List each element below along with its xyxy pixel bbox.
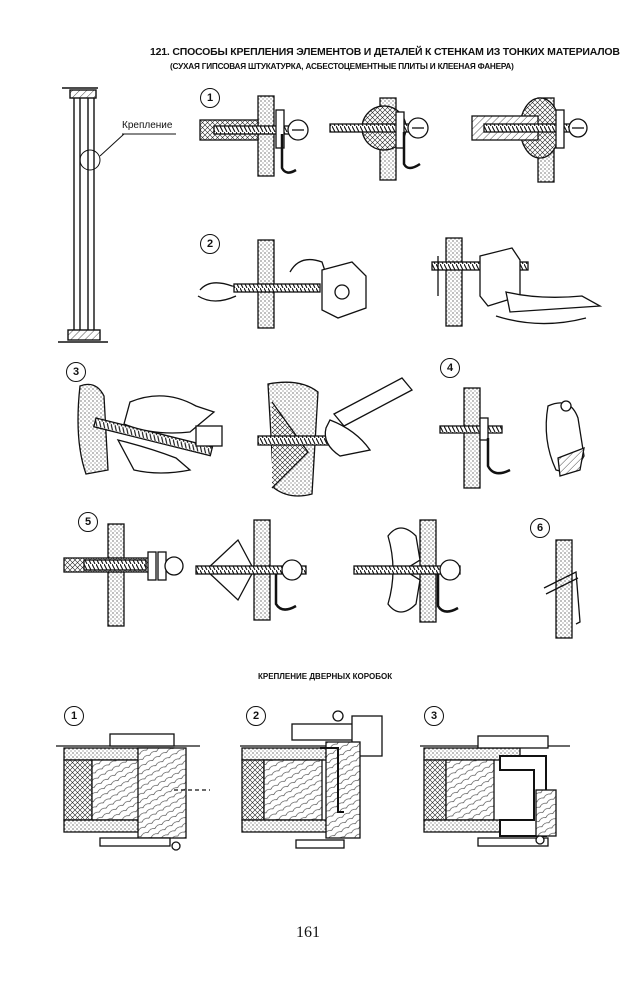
page-subtitle: (СУХАЯ ГИПСОВАЯ ШТУКАТУРКА, АСБЕСТОЦЕМЕН… bbox=[170, 62, 514, 71]
door-frame-number-1: 1 bbox=[64, 706, 84, 726]
method-number-4: 4 bbox=[440, 358, 460, 378]
wall-section-drawing bbox=[58, 87, 176, 343]
method-number-5: 5 bbox=[78, 512, 98, 532]
door-frame-drawings bbox=[56, 710, 570, 851]
door-frame-number-2: 2 bbox=[246, 706, 266, 726]
method-2-drawings bbox=[197, 237, 603, 329]
method-3-drawings bbox=[77, 377, 585, 497]
door-frame-number-3: 3 bbox=[424, 706, 444, 726]
method-number-1: 1 bbox=[200, 88, 220, 108]
door-frames-title: КРЕПЛЕНИЕ ДВЕРНЫХ КОРОБОК bbox=[258, 672, 393, 681]
page-number: 161 bbox=[296, 924, 320, 941]
wall-fastening-label: Крепление bbox=[122, 120, 173, 131]
method-number-2: 2 bbox=[200, 234, 220, 254]
method-number-6: 6 bbox=[530, 518, 550, 538]
method-number-3: 3 bbox=[66, 362, 86, 382]
method-6-drawing bbox=[543, 539, 581, 639]
method-1-drawings bbox=[199, 95, 588, 183]
method-5-drawings bbox=[63, 519, 461, 627]
page-title: 121. СПОСОБЫ КРЕПЛЕНИЯ ЭЛЕМЕНТОВ И ДЕТАЛ… bbox=[150, 46, 620, 58]
